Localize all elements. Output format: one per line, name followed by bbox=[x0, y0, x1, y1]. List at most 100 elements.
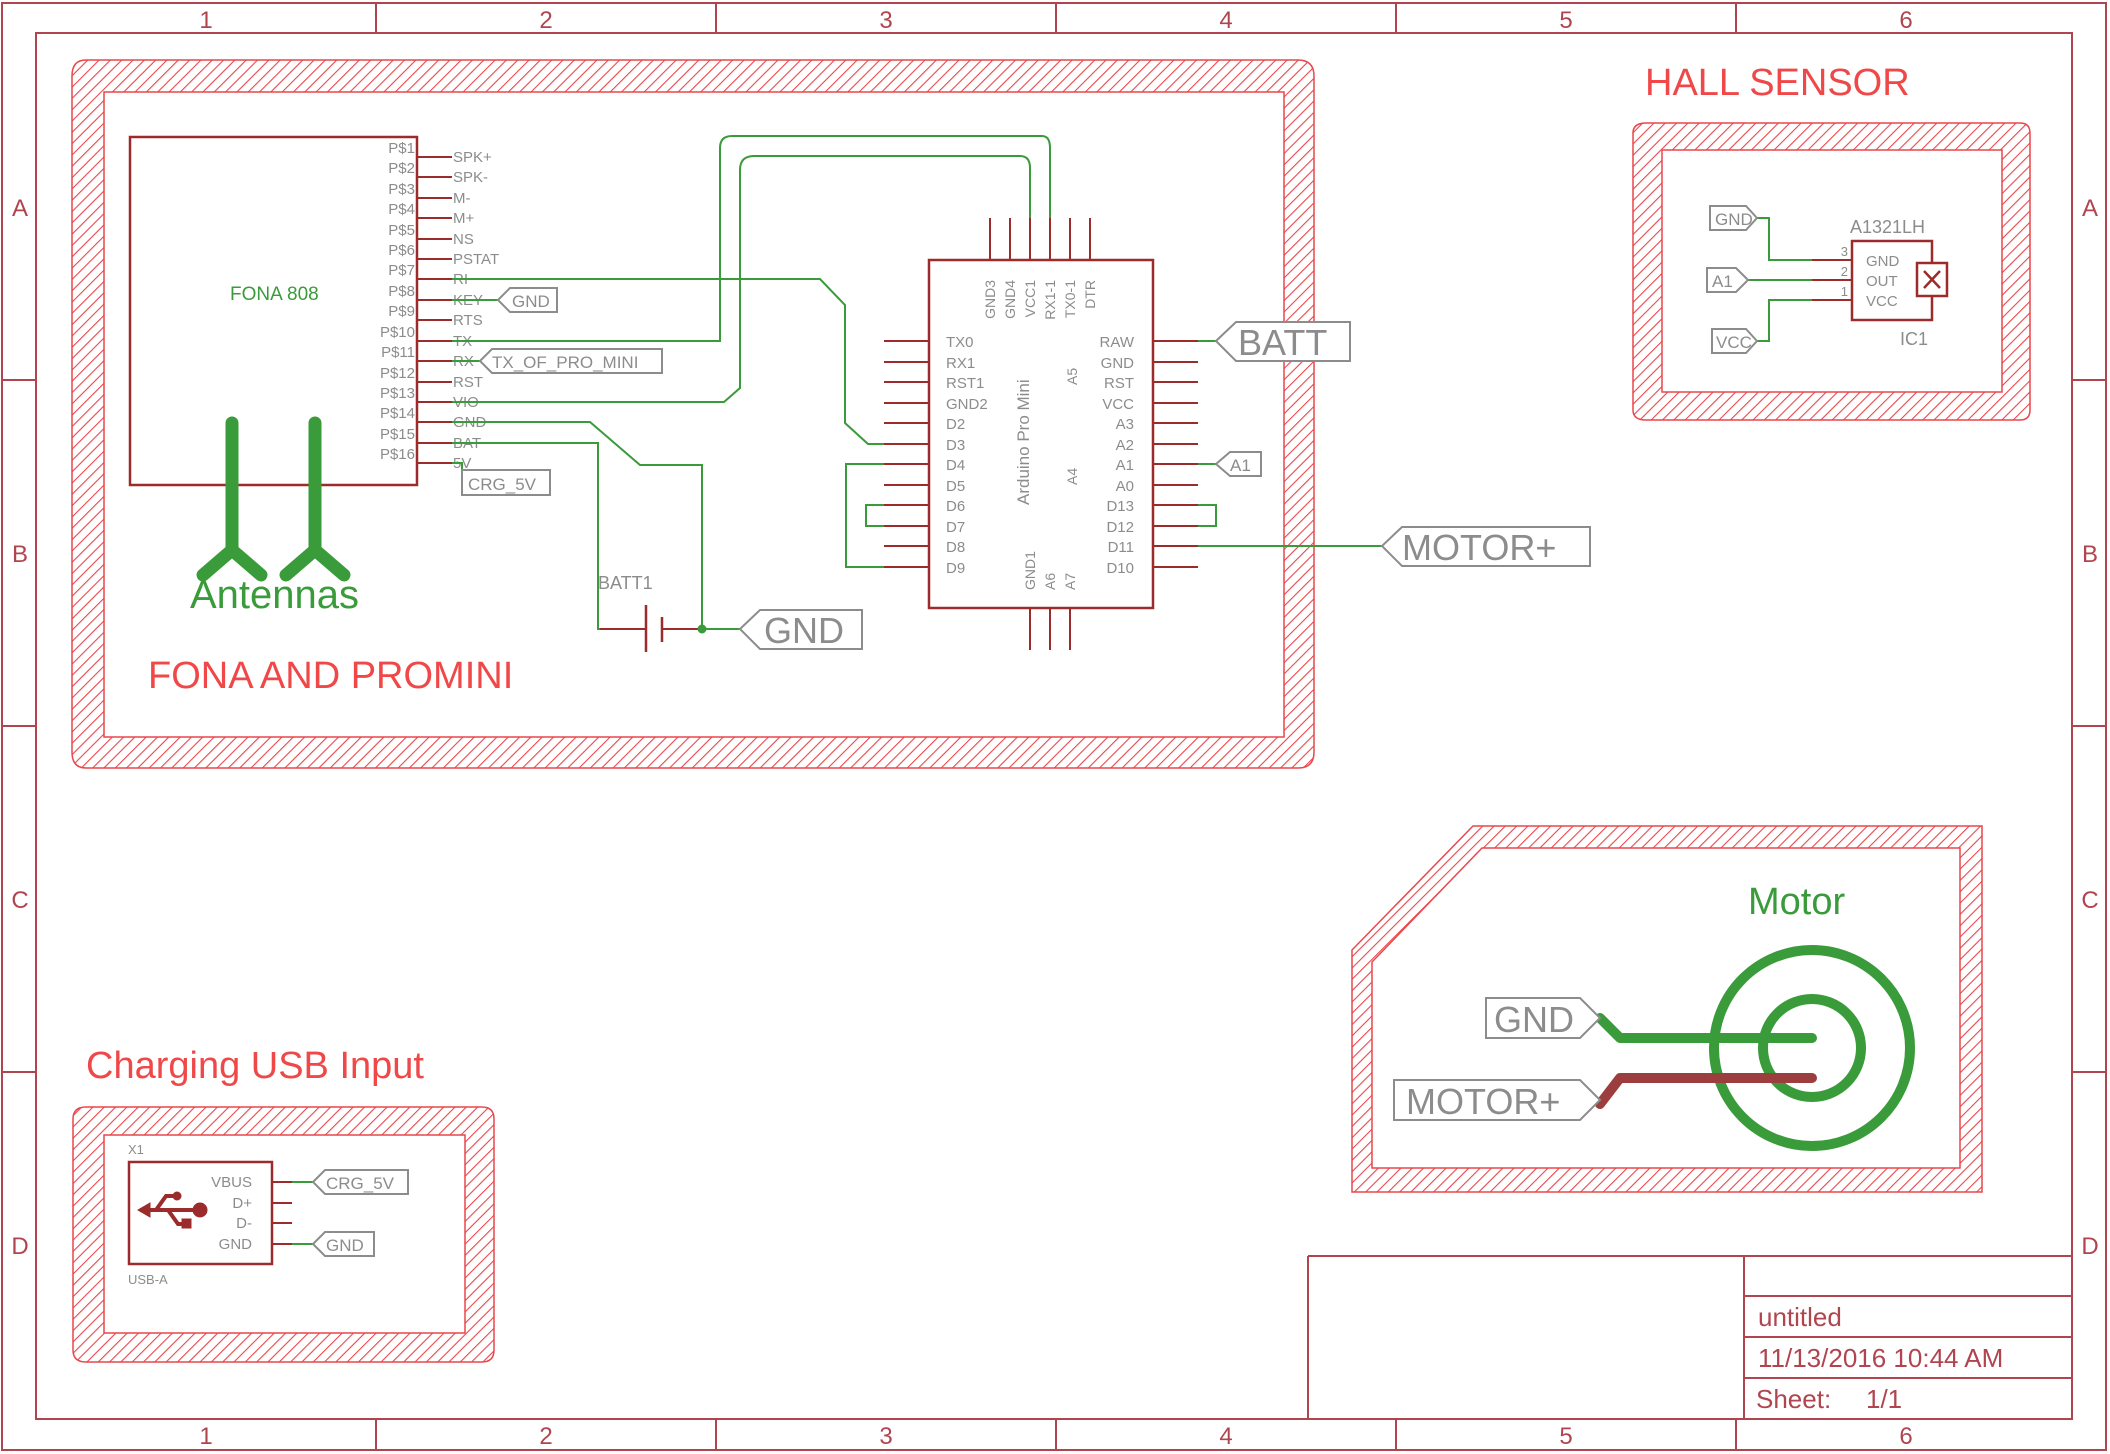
hall-pin-number: 3 bbox=[1841, 244, 1848, 259]
motor-plus-wire bbox=[1595, 1073, 1817, 1109]
fona-signal: SPK+ bbox=[453, 149, 492, 166]
fona-pin-name: P$4 bbox=[388, 201, 415, 218]
promini-pin-right: D11 bbox=[1108, 539, 1134, 556]
fona-pin-name: P$9 bbox=[388, 303, 415, 320]
hall-pin-number: 1 bbox=[1841, 284, 1848, 299]
hall-a1-flag bbox=[1706, 267, 1750, 293]
a1-label: A1 bbox=[1230, 456, 1251, 475]
promini-bottom-pins: GND1 A6 A7 bbox=[1022, 551, 1078, 590]
col-label-bottom: 1 bbox=[199, 1423, 212, 1450]
col-label-bottom: 2 bbox=[539, 1423, 552, 1450]
row-label-left: D bbox=[11, 1233, 28, 1260]
promini-pin-left: D6 bbox=[946, 498, 965, 515]
fona-signal: SPK- bbox=[453, 169, 488, 186]
net-gnd-fona bbox=[452, 421, 703, 629]
hall-pin-names: GND OUT VCC bbox=[1866, 253, 1900, 310]
net-vio bbox=[452, 155, 1031, 403]
fona-pin-name: P$1 bbox=[388, 140, 415, 157]
promini-pin-top: VCC1 bbox=[1022, 280, 1038, 318]
hall-ref: IC1 bbox=[1900, 329, 1928, 349]
promini-pin-inner: A5 bbox=[1064, 368, 1080, 385]
fona-signal-names: SPK+ SPK- M- M+ NS PSTAT RI KEY RTS TX R… bbox=[453, 149, 499, 472]
motor-inner-ring bbox=[1758, 994, 1866, 1102]
battery-ref: BATT1 bbox=[598, 573, 653, 593]
usb-gnd-flag bbox=[311, 1231, 375, 1257]
fona-pin-name: P$13 bbox=[380, 385, 415, 402]
col-label-top: 6 bbox=[1899, 7, 1912, 34]
fona-body bbox=[128, 135, 419, 487]
fona-pin-name: P$6 bbox=[388, 242, 415, 259]
col-label-top: 1 bbox=[199, 7, 212, 34]
hall-vcc-label: VCC bbox=[1716, 333, 1752, 352]
promini-pin-top: RX1-1 bbox=[1042, 280, 1058, 320]
fona-signal: PSTAT bbox=[453, 251, 499, 268]
usb-section-title: Charging USB Input bbox=[86, 1045, 424, 1087]
frame-labels: 1 2 3 4 5 6 1 2 3 4 5 6 A B C D A B C D bbox=[11, 7, 2098, 1450]
promini-name: Arduino Pro Mini bbox=[1014, 379, 1033, 505]
col-label-bottom: 6 bbox=[1899, 1423, 1912, 1450]
promini-pin-right: D10 bbox=[1106, 560, 1134, 577]
col-label-top: 3 bbox=[879, 7, 892, 34]
promini-inner-pins: A5 A4 bbox=[1064, 368, 1080, 485]
usb-section-border bbox=[72, 1106, 495, 1363]
junction-dot bbox=[697, 624, 707, 634]
usb-crg-label: CRG_5V bbox=[326, 1174, 395, 1193]
motor-section-border bbox=[1351, 825, 1983, 1193]
net-d4-d8 bbox=[845, 463, 884, 568]
motor-plus-label: MOTOR+ bbox=[1402, 527, 1556, 568]
hall-gnd-label: GND bbox=[1715, 210, 1753, 229]
row-label-right: C bbox=[2081, 887, 2098, 914]
crg-flag bbox=[461, 469, 551, 496]
usb-gnd-label: GND bbox=[326, 1236, 364, 1255]
col-label-bottom: 4 bbox=[1219, 1423, 1232, 1450]
batt-label: BATT bbox=[1238, 322, 1327, 363]
promini-pin-left: TX0 bbox=[946, 334, 974, 351]
promini-pin-right: A2 bbox=[1116, 437, 1134, 454]
promini-pin-left: D8 bbox=[946, 539, 965, 556]
hall-part: A1321LH bbox=[1850, 217, 1925, 237]
hall-pin: OUT bbox=[1866, 273, 1898, 290]
promini-pin-left: RX1 bbox=[946, 355, 975, 372]
hall-pin-number: 2 bbox=[1841, 264, 1848, 279]
promini-pin-left: D5 bbox=[946, 478, 965, 495]
usb-connector: X1 USB-A VBUS D+ D- GND bbox=[127, 1142, 409, 1287]
promini-pin-inner: A4 bbox=[1064, 468, 1080, 485]
col-label-top: 4 bbox=[1219, 7, 1232, 34]
fona-pin-name: P$10 bbox=[380, 324, 415, 341]
title-date: 11/13/2016 10:44 AM bbox=[1758, 1343, 2003, 1373]
motor-gnd-wire bbox=[1595, 1013, 1817, 1043]
row-label-right: A bbox=[2082, 195, 2098, 222]
hall-section-title: HALL SENSOR bbox=[1645, 62, 1910, 104]
net-ri bbox=[452, 278, 884, 445]
net-tx bbox=[452, 135, 1051, 342]
batt-gnd-label: GND bbox=[764, 610, 844, 651]
hall-vcc-flag bbox=[1711, 328, 1759, 354]
motor-outer-ring bbox=[1709, 945, 1915, 1151]
usb-icon bbox=[137, 1191, 208, 1229]
usb-pin: GND bbox=[219, 1236, 253, 1253]
fona-pin-stubs bbox=[417, 156, 452, 464]
fona-pin-name: P$3 bbox=[388, 181, 415, 198]
hall-pin: GND bbox=[1866, 253, 1900, 270]
hall-pin-numbers: 3 2 1 bbox=[1841, 244, 1848, 299]
net-d6-d7 bbox=[865, 504, 884, 527]
col-label-bottom: 5 bbox=[1559, 1423, 1572, 1450]
promini-pin-right: A1 bbox=[1116, 457, 1134, 474]
net-label-text: GND TX_OF_PRO_MINI CRG_5V BATT A1 MOTOR+… bbox=[468, 292, 1556, 651]
promini-pin-right: GND bbox=[1101, 355, 1135, 372]
promini-pin-right: A0 bbox=[1116, 478, 1134, 495]
arduino-pro-mini: Arduino Pro Mini TX0 RX1 RST1 GND2 D bbox=[884, 218, 1198, 650]
col-label-top: 5 bbox=[1559, 7, 1572, 34]
hall-pin: VCC bbox=[1866, 293, 1898, 310]
col-label-bottom: 3 bbox=[879, 1423, 892, 1450]
usb-body bbox=[127, 1160, 274, 1266]
promini-pin-right: RAW bbox=[1100, 334, 1135, 351]
fona-section-border bbox=[71, 59, 1315, 769]
rx-flag bbox=[478, 348, 663, 374]
promini-top-pins: GND3 GND4 VCC1 RX1-1 TX0-1 DTR bbox=[982, 280, 1098, 320]
row-label-right: B bbox=[2082, 541, 2098, 568]
hall-gnd-flag bbox=[1709, 205, 1759, 231]
fona-pin-names: P$1 P$2 P$3 P$4 P$5 P$6 P$7 P$8 P$9 P$10… bbox=[380, 140, 415, 463]
